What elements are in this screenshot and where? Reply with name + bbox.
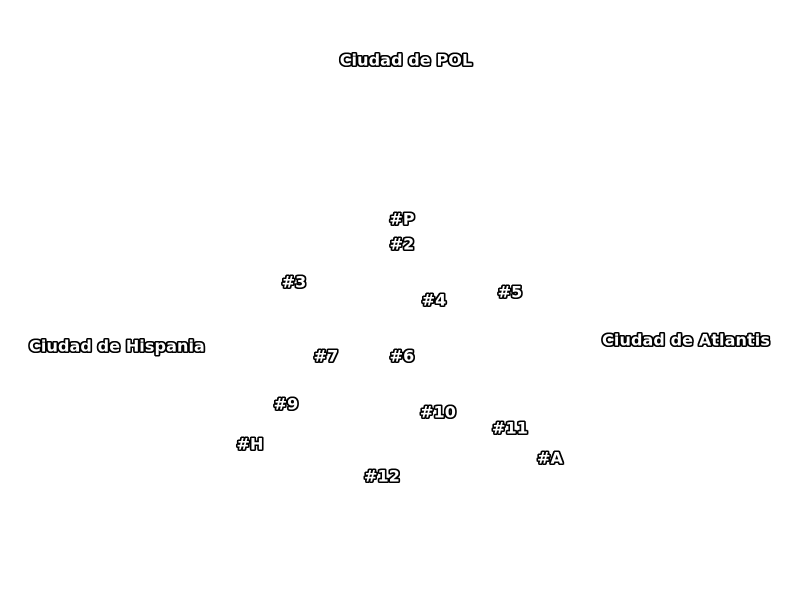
marker-4: #4: [421, 290, 447, 310]
marker-2: #2: [389, 234, 415, 254]
marker-p: #P: [389, 209, 415, 229]
marker-5: #5: [497, 282, 523, 302]
marker-10: #10: [420, 402, 456, 422]
marker-9: #9: [273, 394, 299, 414]
marker-a: #A: [537, 448, 563, 468]
marker-7: #7: [313, 346, 339, 366]
city-label-atlantis: Ciudad de Atlantis: [602, 330, 770, 350]
city-label-hispania: Ciudad de Hispania: [29, 336, 205, 356]
marker-6: #6: [389, 346, 415, 366]
city-label-pol: Ciudad de POL: [339, 50, 473, 70]
marker-11: #11: [492, 418, 528, 438]
marker-3: #3: [281, 272, 307, 292]
marker-12: #12: [364, 466, 400, 486]
marker-h: #H: [236, 434, 264, 454]
